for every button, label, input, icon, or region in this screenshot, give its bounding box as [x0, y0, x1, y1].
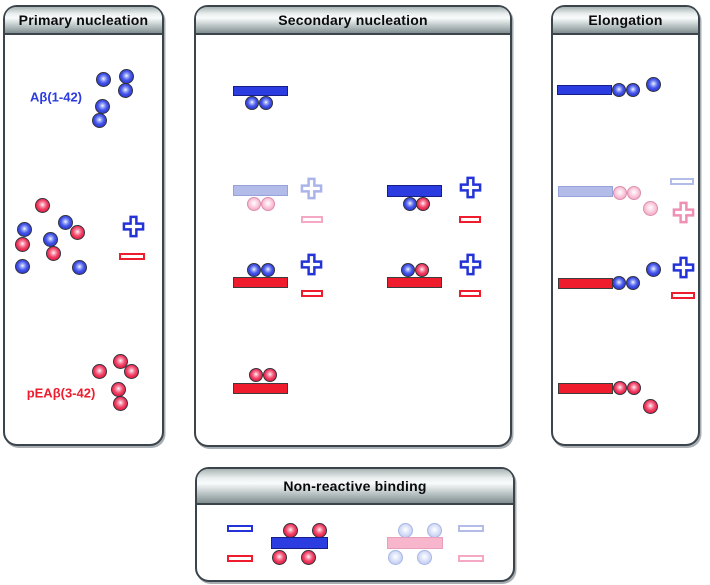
- panel-title: Elongation: [588, 12, 663, 28]
- panel-primary-nucleation: Primary nucleation: [3, 5, 164, 446]
- panel-non-reactive-header: Non-reactive binding: [197, 469, 513, 505]
- panel-elongation: Elongation: [551, 5, 700, 446]
- panel-title: Non-reactive binding: [283, 478, 427, 494]
- panel-secondary-header: Secondary nucleation: [196, 7, 510, 35]
- panel-title: Primary nucleation: [18, 12, 149, 28]
- panel-non-reactive-binding: Non-reactive binding: [195, 467, 515, 582]
- panel-title: Secondary nucleation: [278, 12, 428, 28]
- panel-primary-header: Primary nucleation: [5, 7, 162, 35]
- panel-secondary-nucleation: Secondary nucleation: [194, 5, 512, 447]
- panel-elongation-header: Elongation: [553, 7, 698, 35]
